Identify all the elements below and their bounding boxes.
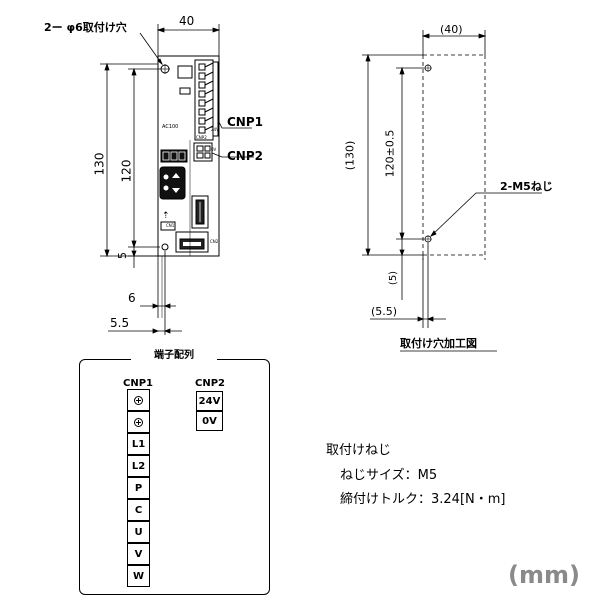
cnp1-terminal-l1: L1 (127, 433, 150, 455)
mounting-screw-heading: 取付けねじ (326, 443, 392, 458)
cn2-connector (175, 231, 209, 253)
device-print-cn1: CN1 (166, 223, 175, 228)
mounting-drawing-caption: 取付け穴加工図 (400, 337, 477, 350)
mounting-hole-pitch-dim: 120±0.5 (383, 129, 397, 178)
front-overall-height-dim: 130 (92, 152, 107, 176)
terminal-arrangement-panel (79, 359, 270, 595)
ground-screw-icon (134, 395, 143, 405)
cnp1-terminal-u: U (127, 521, 150, 543)
front-edge-dim: 5.5 (110, 316, 130, 330)
terminal-label: 0V (202, 415, 217, 427)
mounting-bottom-margin-dim: (5) (388, 270, 400, 286)
front-width-dim: 40 (179, 14, 195, 28)
cnp1-callout: CNP1 (227, 115, 263, 129)
cnp1-terminal-v: V (127, 543, 150, 565)
terminal-label: L1 (131, 438, 146, 450)
cnp1-column-header: CNP1 (123, 378, 153, 389)
terminal-label: P (134, 482, 143, 494)
operation-buttons (159, 166, 186, 200)
device-print-ac100: AC100 (162, 124, 179, 130)
svg-text:⇡: ⇡ (162, 211, 170, 221)
cnp1-terminal-l2: L2 (127, 455, 150, 477)
mounting-overall-height-dim: (130) (343, 140, 357, 171)
device-print-0v: 0V (211, 147, 217, 152)
unit-label: (mm) (508, 561, 580, 589)
front-hole-pitch-dim: 120 (119, 159, 134, 183)
cnp1-ground-terminal-1 (127, 389, 150, 411)
device-print-cn2: CN2 (210, 239, 219, 244)
terminal-label: W (132, 570, 145, 582)
mounting-width-dim: (40) (440, 23, 463, 36)
tightening-torque-spec: 締付けトルク：3.24[N・m] (340, 492, 506, 507)
cnp2-callout: CNP2 (227, 149, 263, 163)
cnp1-ground-terminal-2 (127, 411, 150, 433)
screw-size-spec: ねじサイズ：M5 (340, 468, 438, 483)
device-print-cnp2: CNP2 (196, 135, 207, 140)
terminal-label: V (134, 548, 143, 560)
cnp2-terminal-block (193, 142, 213, 162)
terminal-panel-title: 端子配列 (131, 351, 217, 361)
cnp1-terminal-w: W (127, 565, 150, 587)
mounting-hole-bottom (161, 243, 169, 251)
cnp1-terminal-c: C (127, 499, 150, 521)
led-display (160, 149, 188, 163)
mounting-view (362, 30, 542, 352)
ground-screw-icon (134, 417, 143, 427)
terminal-label: 24V (198, 395, 221, 407)
terminal-label: L2 (131, 460, 146, 472)
terminal-label: U (134, 526, 143, 538)
m5-screw-callout: 2-M5ねじ (500, 180, 553, 193)
front-view-device: ⇡ (157, 55, 220, 257)
front-bottom-margin-dim: 5 (116, 252, 129, 259)
mounting-hole-label: 2ー φ6取付け穴 (44, 21, 127, 34)
cnp2-terminal-24v: 24V (196, 391, 223, 411)
cnp2-column-header: CNP2 (195, 378, 225, 389)
terminal-label: C (134, 504, 143, 516)
cnp2-terminal-0v: 0V (196, 411, 223, 431)
cn1-connector (191, 195, 209, 229)
device-print-24v: 24V (211, 127, 219, 132)
front-hole-offset-dim: 6 (128, 291, 136, 305)
mounting-edge-dim: (5.5) (371, 305, 398, 318)
cnp1-terminal-block (194, 59, 219, 141)
front-view-dimensions (100, 24, 254, 335)
cnp1-terminal-p: P (127, 477, 150, 499)
